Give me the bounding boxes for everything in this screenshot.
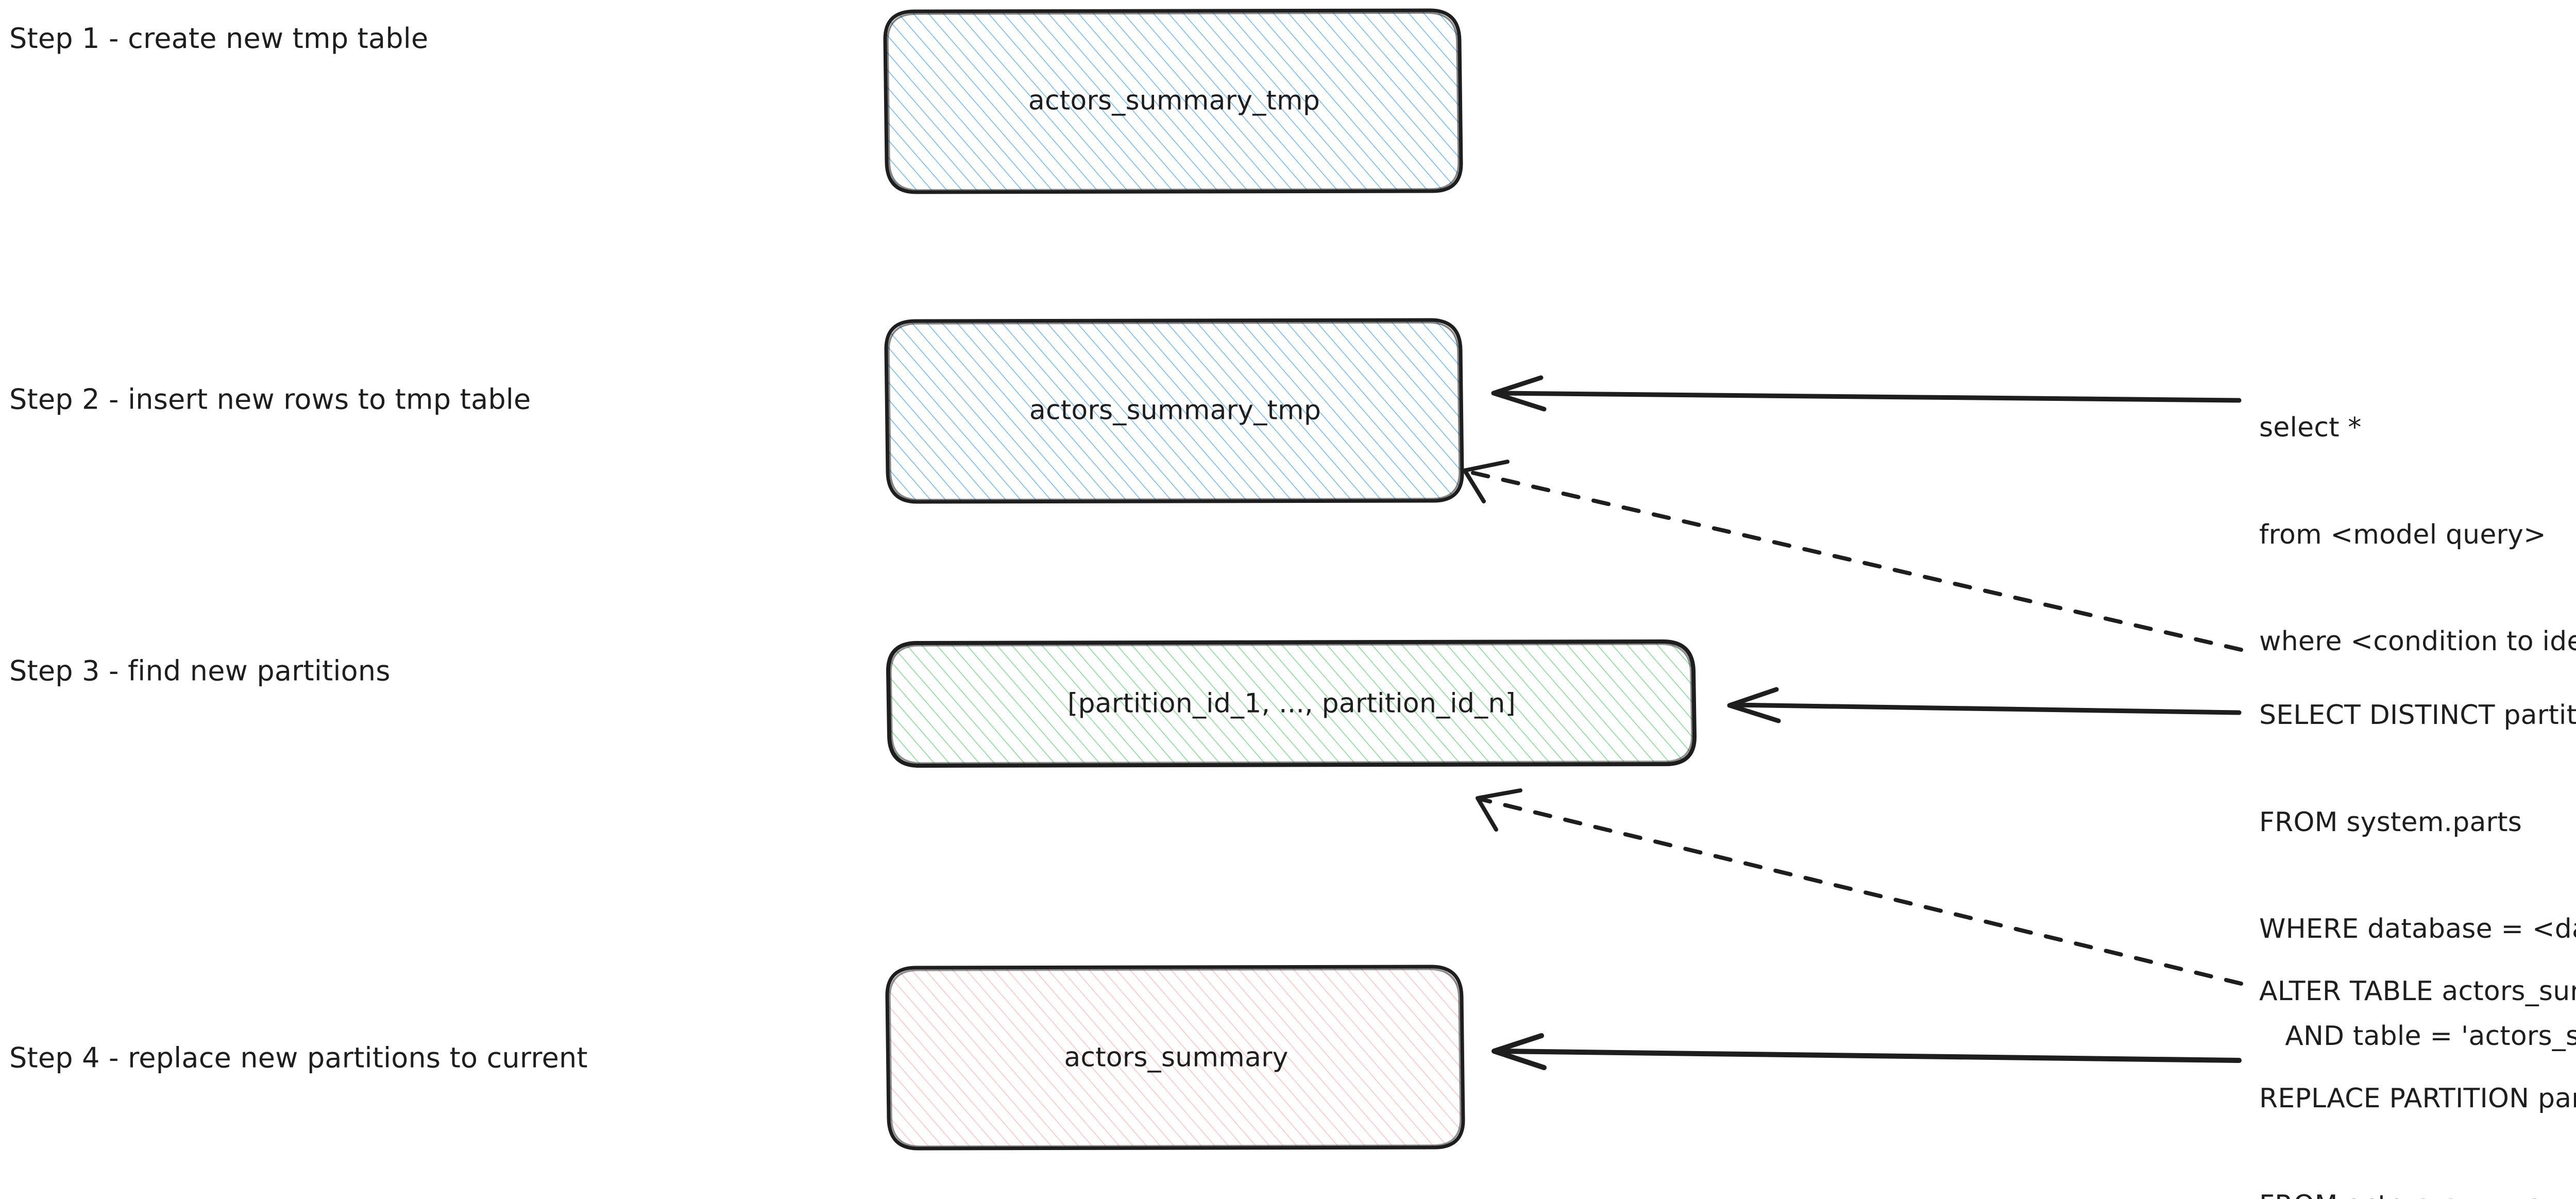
node-summary-outline bbox=[885, 965, 1465, 1151]
node-tmp-1-label: actors_summary_tmp bbox=[1028, 85, 1320, 116]
node-tmp-1-outline-2 bbox=[887, 12, 1460, 191]
step-label-4: Step 4 - replace new partitions to curre… bbox=[9, 1041, 588, 1074]
sql-step-3-line-2: FROM system.parts bbox=[2259, 806, 2522, 838]
node-tmp-1[interactable] bbox=[883, 8, 1463, 194]
node-partitions-label: [partition_id_1, ..., partition_id_n] bbox=[1067, 688, 1516, 719]
arrow-sql3-to-partitions bbox=[1727, 687, 2242, 723]
sql-step-4-line-1: ALTER TABLE actors_summary bbox=[2259, 976, 2576, 1007]
node-summary-outline-2 bbox=[889, 968, 1462, 1147]
arrow-sql4-to-summary bbox=[1492, 1033, 2242, 1070]
node-tmp-2[interactable] bbox=[884, 318, 1464, 504]
sql-step-3-line-3: WHERE database = <database> bbox=[2259, 914, 2576, 945]
arrow-sql3-to-tmp2 bbox=[1463, 460, 2243, 652]
sql-step-2-line-3: where <condition to identify new> bbox=[2259, 626, 2576, 657]
node-summary-fill bbox=[887, 967, 1463, 1149]
sql-step-2-line-2: from <model query> bbox=[2259, 519, 2546, 550]
node-summary[interactable] bbox=[885, 965, 1465, 1151]
node-tmp-2-fill bbox=[886, 320, 1462, 502]
node-partitions-fill bbox=[888, 641, 1694, 766]
node-tmp-1-fill bbox=[885, 10, 1461, 192]
sql-step-4: ALTER TABLE actors_summary REPLACE PARTI… bbox=[2259, 903, 2576, 1199]
sql-step-4-line-3: FROM actors_summary_tmp, bbox=[2259, 1188, 2576, 1199]
sql-step-3-line-4: AND table = 'actors_summary_tmp' bbox=[2285, 1020, 2576, 1052]
arrow-sql2-to-tmp2 bbox=[1491, 375, 2242, 412]
node-summary-label: actors_summary bbox=[1064, 1042, 1289, 1073]
sql-step-2: select * from <model query> where <condi… bbox=[2259, 339, 2576, 731]
node-tmp-2-label: actors_summary_tmp bbox=[1029, 395, 1321, 426]
step-label-1: Step 1 - create new tmp table bbox=[9, 22, 429, 55]
step-label-2: Step 2 - insert new rows to tmp table bbox=[9, 383, 531, 416]
sql-step-3-line-1: SELECT DISTINCT partition_id bbox=[2259, 700, 2576, 731]
sql-step-4-line-2: REPLACE PARTITION partition_id_1 bbox=[2259, 1083, 2576, 1114]
node-partitions-outline bbox=[886, 639, 1697, 768]
arrow-sql4-to-partitions bbox=[1476, 788, 2243, 986]
node-partitions-outline-2 bbox=[890, 643, 1693, 764]
node-tmp-2-outline bbox=[884, 318, 1464, 504]
sql-step-2-line-1: select * bbox=[2259, 412, 2362, 444]
node-tmp-1-outline bbox=[883, 8, 1463, 194]
node-tmp-2-outline-2 bbox=[888, 322, 1461, 501]
step-label-3: Step 3 - find new partitions bbox=[9, 654, 391, 687]
sql-step-3: SELECT DISTINCT partition_id FROM system… bbox=[2259, 627, 2576, 1125]
node-partitions[interactable] bbox=[886, 639, 1697, 768]
